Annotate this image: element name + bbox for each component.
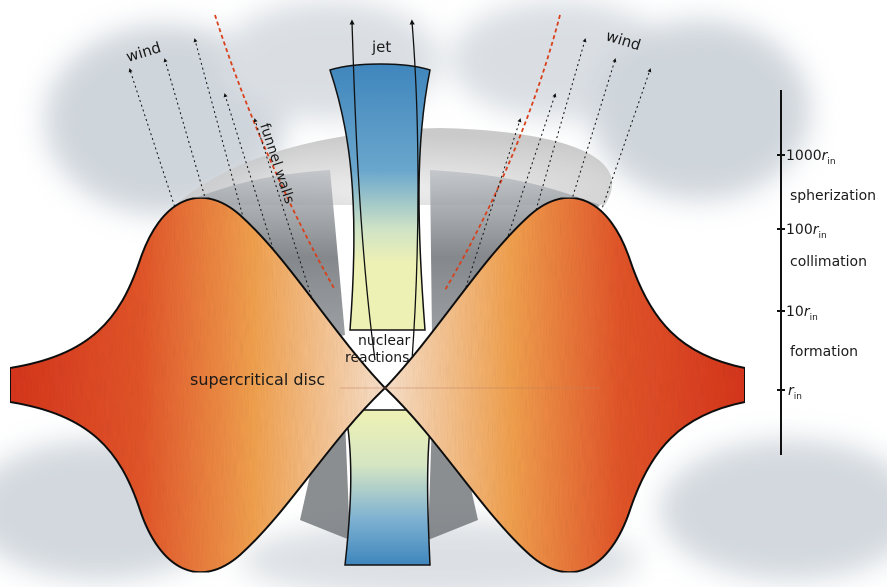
scale-tick-100-value: 100 [786,222,813,238]
zone-collimation: collimation [790,254,867,270]
jet-lower [345,410,432,565]
scale-tick-1000-sub: in [827,157,835,167]
scale-tick-100-sub: in [819,231,827,241]
scale-tick-100: 100rin [777,222,827,241]
scale-tick-1000-value: 1000 [786,148,822,164]
svg-text:1000rin: 1000rin [786,148,836,167]
scale-tick-10-sub: in [810,313,818,323]
scale-tick-rin-sub: in [794,392,802,402]
svg-text:100rin: 100rin [786,222,827,241]
svg-text:rin: rin [788,383,802,402]
jet-label: jet [371,38,391,56]
zone-formation: formation [790,344,858,360]
disc-label: supercritical disc [190,370,325,389]
zone-spherization: spherization [790,188,876,204]
svg-text:10rin: 10rin [786,304,818,323]
nuclear-label-line1: nuclear [358,333,411,349]
nuclear-label-line2: reactions [345,350,409,366]
scale-tick-10: 10rin [777,304,818,323]
scale-tick-10-value: 10 [786,304,804,320]
